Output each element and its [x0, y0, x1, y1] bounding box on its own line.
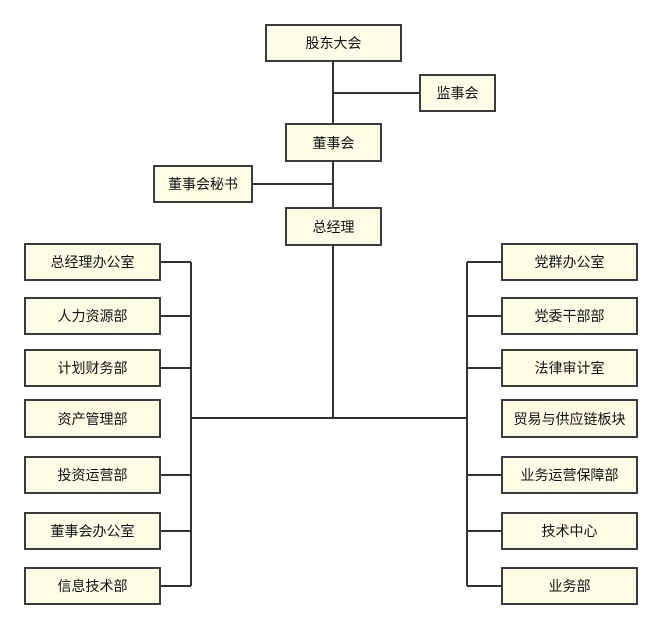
dept-box-left: 董事会办公室 [24, 512, 161, 550]
board-of-directors-box: 董事会 [285, 123, 382, 162]
dept-box-left: 信息技术部 [24, 567, 161, 605]
dept-box-right: 党委干部部 [501, 297, 638, 335]
dept-box-right: 党群办公室 [501, 243, 638, 281]
dept-box-right: 业务运营保障部 [501, 456, 638, 494]
dept-box-right: 贸易与供应链板块 [501, 399, 638, 438]
dept-box-right: 法律审计室 [501, 349, 638, 387]
dept-box-right: 业务部 [501, 567, 638, 605]
dept-box-right: 技术中心 [501, 512, 638, 550]
general-manager-box: 总经理 [285, 207, 382, 246]
dept-box-left: 资产管理部 [24, 399, 161, 438]
dept-box-left: 总经理办公室 [24, 243, 161, 281]
board-secretary-box: 董事会秘书 [153, 165, 253, 203]
dept-box-left: 人力资源部 [24, 297, 161, 335]
supervisory-board-box: 监事会 [419, 74, 496, 112]
dept-box-left: 计划财务部 [24, 349, 161, 387]
shareholders-meeting-box: 股东大会 [265, 24, 402, 62]
dept-box-left: 投资运营部 [24, 456, 161, 494]
